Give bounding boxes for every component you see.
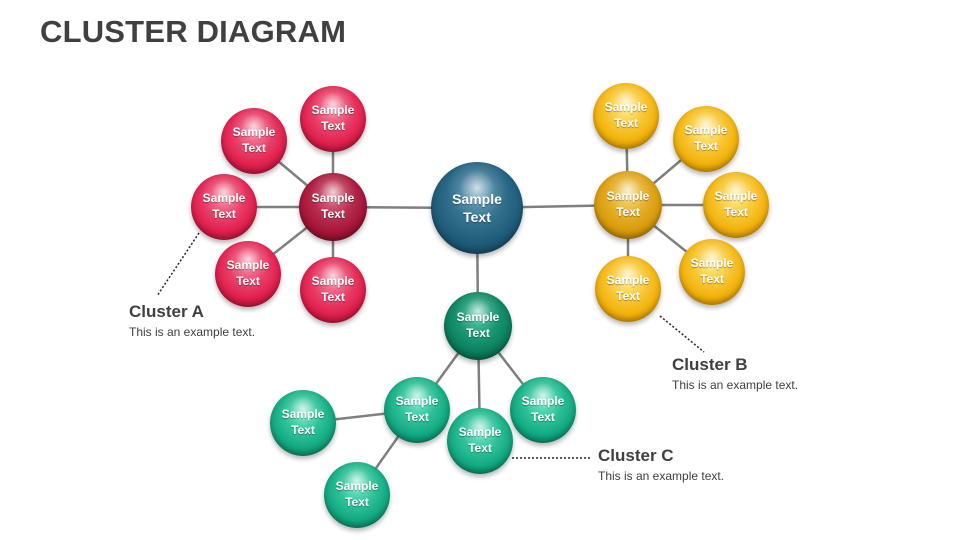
cluster-c-hub: Sample Text — [444, 292, 512, 360]
cluster-c-node-5-label: Sample Text — [335, 479, 379, 509]
cluster-a-node-3-label: Sample Text — [202, 191, 246, 221]
cluster-b-node-1-label: Sample Text — [604, 100, 648, 130]
cluster-c-caption: Cluster C This is an example text. — [598, 446, 724, 483]
cluster-c-node-2-label: Sample Text — [458, 425, 502, 455]
cluster-a-text: This is an example text. — [129, 325, 256, 339]
cluster-b-hub-label: Sample Text — [606, 189, 650, 219]
cluster-a-title: Cluster A — [129, 302, 204, 321]
cluster-b-node-3: Sample Text — [703, 172, 769, 238]
cluster-c-hub-label: Sample Text — [456, 310, 500, 340]
cluster-a-hub: Sample Text — [299, 173, 367, 241]
cluster-a-node-4: Sample Text — [215, 241, 281, 307]
cluster-c-node-1-label: Sample Text — [395, 394, 439, 424]
cluster-a-node-2-label: Sample Text — [232, 125, 276, 155]
cluster-c-node-4-label: Sample Text — [281, 407, 325, 437]
cluster-c-node-3-label: Sample Text — [521, 394, 565, 424]
cluster-b-caption: Cluster B This is an example text. — [672, 355, 798, 392]
cluster-a-node-2: Sample Text — [221, 108, 287, 174]
cluster-a-node-5-label: Sample Text — [311, 274, 355, 304]
cluster-b-callout — [659, 315, 705, 353]
cluster-b-node-4-label: Sample Text — [690, 256, 734, 286]
cluster-c-node-1: Sample Text — [384, 377, 450, 443]
cluster-a-node-1-label: Sample Text — [311, 103, 355, 133]
page-title: CLUSTER DIAGRAM — [40, 14, 347, 49]
cluster-a-node-3: Sample Text — [191, 174, 257, 240]
cluster-a-node-4-label: Sample Text — [226, 258, 270, 288]
cluster-a-node-1: Sample Text — [300, 86, 366, 152]
cluster-c-node-2: Sample Text — [447, 408, 513, 474]
cluster-c-title: Cluster C — [598, 446, 674, 465]
cluster-b-hub: Sample Text — [594, 171, 662, 239]
cluster-a-callout — [156, 232, 200, 297]
cluster-c-node-3: Sample Text — [510, 377, 576, 443]
cluster-a-caption: Cluster A This is an example text. — [129, 302, 255, 339]
cluster-b-node-2-label: Sample Text — [684, 123, 728, 153]
cluster-b-node-3-label: Sample Text — [714, 189, 758, 219]
cluster-b-node-2: Sample Text — [673, 106, 739, 172]
cluster-b-title: Cluster B — [672, 355, 748, 374]
cluster-b-node-1: Sample Text — [593, 83, 659, 149]
cluster-b-node-4: Sample Text — [679, 239, 745, 305]
cluster-a-hub-label: Sample Text — [311, 191, 355, 221]
cluster-c-node-5: Sample Text — [324, 462, 390, 528]
cluster-c-node-4: Sample Text — [270, 390, 336, 456]
cluster-b-node-5: Sample Text — [595, 256, 661, 322]
cluster-b-text: This is an example text. — [672, 378, 799, 392]
cluster-b-node-5-label: Sample Text — [606, 273, 650, 303]
center-node-label: Sample Text — [452, 190, 502, 225]
cluster-c-text: This is an example text. — [598, 469, 725, 483]
cluster-a-node-5: Sample Text — [300, 257, 366, 323]
center-node: Sample Text — [431, 162, 523, 254]
